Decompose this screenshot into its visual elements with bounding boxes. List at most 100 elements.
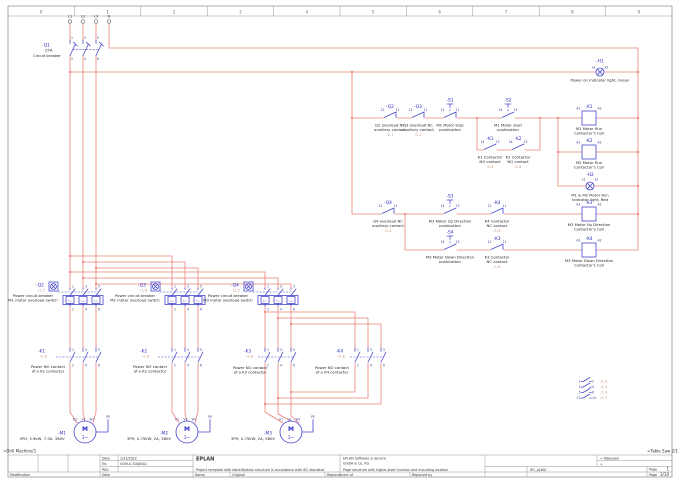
device-desc: Q2 overload NC	[375, 123, 405, 128]
main-circuit-breaker-q1[interactable]: -Q1 25A Circuit breaker 1 2 3 4 5 6	[33, 36, 104, 61]
coil-k2[interactable]: -K2 A1 A2 M2 Motor Run Contactor's Coil	[574, 138, 604, 170]
terminal-number: 4	[370, 364, 372, 368]
terminal-icon	[93, 19, 99, 24]
terminal-number: 4	[84, 57, 86, 61]
contact-k1-no[interactable]: -K1 14 13 K1 Contactor NO contact /1.8	[478, 136, 503, 169]
terminal-number: 5	[98, 348, 100, 352]
device-desc: M1 Motor start	[494, 123, 522, 128]
device-desc: pushbutton	[439, 127, 461, 132]
pushbutton-s3-up[interactable]: -S3 14 13 M3 Motor Up Direction pushbutt…	[429, 194, 472, 229]
motor-letter: M	[288, 426, 294, 433]
page-count-label: Page	[649, 473, 657, 477]
column-number: 9	[638, 10, 641, 15]
terminal-number: 12	[488, 204, 492, 208]
column-number: 4	[306, 10, 309, 15]
terminal-number: A2	[598, 141, 602, 145]
terminal-number: A2	[598, 203, 602, 207]
motor-m3[interactable]: M 3~ U1 V1 W1 PE -M3 3PH, 0.75kW, 2A, 38…	[231, 415, 315, 444]
pushbutton-s4-down[interactable]: -S4 14 13 M3 Motor Down Direction pushbu…	[426, 230, 475, 265]
page-structure-desc: Page structure with higher-level functio…	[343, 468, 448, 472]
power-breaker-q2[interactable]: I> I> I> -Q2 /1.5 Power circuit breaker …	[8, 281, 104, 312]
pushbutton-s2-start[interactable]: -S2 14 13 M1 Motor start pushbutton	[494, 98, 522, 133]
terminal-number: A2	[598, 239, 602, 243]
device-desc: Power NO contact	[233, 365, 267, 370]
cross-reference: /1.6	[140, 289, 148, 293]
contact-q3-aux[interactable]: -Q3 12 11 Q3 overload NC auxiliary conta…	[402, 104, 434, 137]
motor-m1[interactable]: M 3~ U1 V1 W1 PE -M1 3PH, 5.9kW, 7.5A, 3…	[19, 415, 110, 444]
device-desc: K1 Contactor	[478, 155, 503, 160]
legend-terminal: 6	[592, 391, 594, 395]
terminal-number: V1	[287, 417, 291, 421]
contact-mirror-legend: 1 2 /1.4 3 4 /1.4 5 6 /1.4 13 14 /1.7	[577, 377, 608, 400]
wiring	[68, 22, 640, 424]
terminal-number: 12	[488, 240, 492, 244]
terminal-number: 1	[357, 348, 359, 352]
terminal-number: 6	[98, 364, 100, 368]
editor-value: GOKUL SUJAN(L)	[120, 462, 147, 466]
wire-junctions	[68, 70, 640, 406]
column-number: 1	[106, 10, 109, 15]
cross-reference: /1.8	[494, 265, 502, 269]
contact-k4-nc[interactable]: -K4 12 11 K4 Contactor NC contact /1.8	[485, 200, 510, 233]
power-contact-k3[interactable]: -K3 /1.8 Power NO contact of a K3 contac…	[233, 347, 297, 375]
terminal-number: W1	[191, 417, 196, 421]
device-desc: Circuit breaker	[33, 53, 61, 58]
indicator-light-h1[interactable]: -H1 x1 x2 Power on Indicator light, Gree…	[571, 59, 631, 83]
terminal-number: 1	[72, 348, 74, 352]
terminal-number: x2	[605, 66, 609, 70]
form-name: IEC_pj400	[530, 468, 546, 472]
motor-letter: M	[82, 426, 88, 433]
device-desc: Power circuit breaker	[208, 293, 249, 298]
device-tag: -K4	[493, 200, 500, 206]
brand-text: EPLAN	[196, 457, 214, 463]
page-label: Page	[649, 468, 657, 472]
motor-m2[interactable]: M 3~ U1 V1 W1 PE -M2 3PH, 0.75kW, 2A, 38…	[127, 415, 212, 444]
pushbutton-s1-stop[interactable]: -S1 12 11 M1 Motor stop pushbutton	[436, 98, 464, 133]
terminal-number: 2	[72, 308, 74, 312]
device-desc: of a K1 contactor	[32, 369, 65, 374]
overload-symbol: I>	[81, 299, 85, 303]
contact-k2-no[interactable]: -K2 14 13 K2 Contactor NO contact /1.8	[506, 136, 531, 169]
terminal-number: 4	[85, 308, 87, 312]
power-contact-k2[interactable]: -K2 /1.8 Power NO contact of a K2 contac…	[133, 347, 204, 374]
cross-reference: /1.2	[415, 133, 422, 137]
supply-terminals[interactable]: L1 L2 L3 N	[68, 14, 112, 24]
cross-reference: /1.8	[338, 355, 346, 359]
device-desc: Contactor's Coil	[574, 165, 604, 170]
terminal-number: W1	[89, 417, 94, 421]
terminal-number: 3	[84, 36, 86, 40]
device-tag: -K3	[244, 349, 251, 355]
power-contact-k4[interactable]: -K4 /1.8 Power NO contact of a K4 contac…	[315, 347, 387, 375]
device-tag: -H1	[596, 59, 604, 65]
device-desc: M1 Motor Run	[576, 126, 603, 131]
legend-terminal: 4	[592, 385, 594, 389]
terminal-number: U1	[279, 417, 283, 421]
modification-label: Modification	[10, 473, 30, 477]
coil-k1[interactable]: -K1 A1 A2 M1 Motor Run Contactor's Coil	[574, 104, 604, 136]
terminal-number: PE	[311, 415, 315, 419]
supply-label: N	[108, 14, 111, 19]
terminal-number: 5	[293, 284, 295, 288]
overload-symbol: I>	[68, 299, 72, 303]
terminal-number: 5	[293, 348, 295, 352]
terminal-number: 1	[174, 348, 176, 352]
approved-label: App.	[102, 468, 110, 472]
power-contact-k1[interactable]: -K1 /1.8 Power NO contact of a K1 contac…	[31, 347, 102, 374]
cross-reference: /1.5	[38, 289, 45, 293]
coil-k3[interactable]: -K3 A1 A2 M3 Motor Up Direction Contacto…	[568, 200, 611, 232]
device-tag: -M3	[264, 431, 272, 437]
power-breaker-q4[interactable]: I> I> I> -Q4 /1.5 Power circuit breaker …	[203, 281, 299, 312]
indicator-light-h2[interactable]: -H2 x1 x2 M1 & M2 Motor Run Indicator li…	[571, 172, 609, 202]
contact-k3-nc[interactable]: -K3 12 11 K3 Contactor NC contact /1.8	[485, 236, 510, 269]
terminal-number: 11	[503, 204, 507, 208]
contact-q2-aux[interactable]: -Q2 12 11 Q2 overload NC auxiliary conta…	[374, 104, 406, 137]
contact-q4-aux[interactable]: -Q4 12 11 Q4 overload NC auxiliary conta…	[372, 200, 404, 233]
power-breaker-q3[interactable]: I> I> I> -Q3 /1.6 Power circuit breaker …	[110, 281, 206, 312]
terminal-number: 6	[293, 308, 295, 312]
device-desc: Contactor's Coil	[574, 227, 604, 232]
coil-k4[interactable]: -K4 A1 A2 M3 Motor Down Direction Contac…	[565, 236, 614, 268]
cross-reference: /1.8	[246, 355, 254, 359]
project-description: Project template with identification str…	[196, 468, 324, 472]
terminal-number: 6	[200, 308, 202, 312]
